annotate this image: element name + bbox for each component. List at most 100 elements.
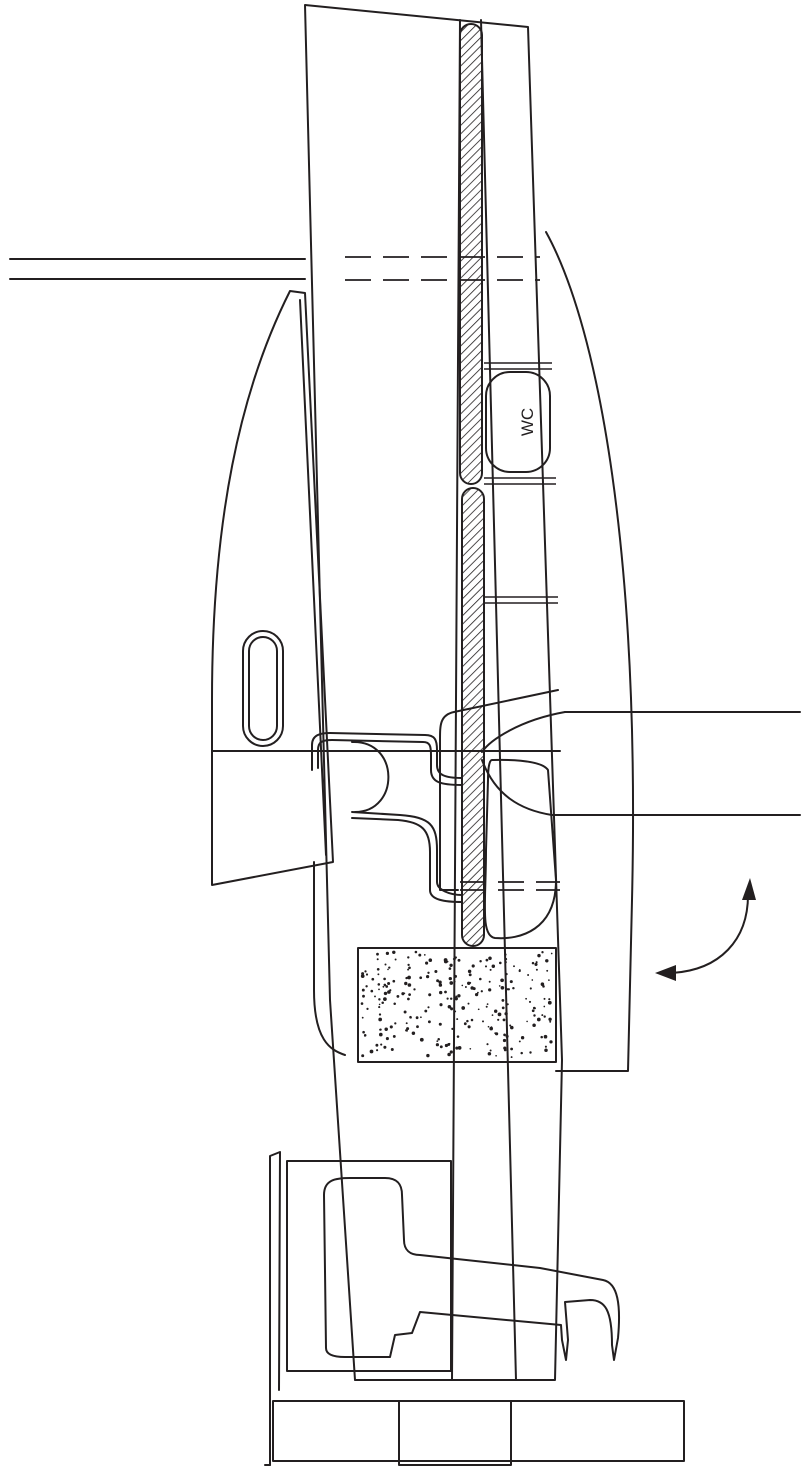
stipple-dot — [364, 1035, 366, 1037]
stipple-dot — [506, 1003, 509, 1006]
stipple-dot — [389, 989, 392, 992]
stipple-dot — [427, 1020, 431, 1024]
stipple-dot — [491, 964, 496, 968]
stipple-dot — [387, 981, 391, 986]
stipple-dot — [389, 1025, 393, 1029]
stipple-dot — [360, 1002, 364, 1005]
main-hull-outline — [304, 4, 563, 1381]
stipple-dot — [500, 978, 504, 983]
stipple-dot — [480, 990, 483, 993]
stipple-dot — [535, 968, 538, 971]
stipple-dot — [444, 1043, 448, 1048]
stipple-dot — [378, 1013, 382, 1016]
stipple-dot — [469, 1047, 472, 1050]
stipple-dot — [548, 979, 550, 981]
stipple-dot — [485, 958, 489, 962]
stipple-dot — [488, 980, 491, 983]
stipple-dot — [491, 1014, 494, 1016]
stipple-dot — [439, 1045, 443, 1049]
stipple-dot — [376, 1049, 379, 1052]
stipple-dot — [501, 1006, 505, 1010]
stipple-dot — [379, 1028, 382, 1031]
stipple-dot — [550, 952, 553, 955]
stipple-dot — [380, 1043, 383, 1046]
stipple-dot — [545, 959, 549, 963]
stipple-dot — [408, 993, 411, 996]
stipple-dot — [537, 953, 541, 958]
stipple-dot — [414, 950, 418, 954]
stipple-dot — [450, 1007, 454, 1011]
stipple-dot — [437, 1038, 440, 1041]
stipple-dot — [513, 965, 515, 968]
stipple-dot — [489, 968, 492, 971]
stipple-dot — [428, 993, 432, 997]
stipple-dot — [466, 1019, 469, 1023]
stipple-dot — [486, 1003, 489, 1005]
stipple-dot — [420, 1016, 422, 1019]
stipple-dot — [548, 1017, 552, 1022]
stipple-dot — [543, 1034, 548, 1039]
stipple-dot — [503, 1046, 507, 1050]
stipple-dot — [392, 950, 396, 955]
stipple-dot — [507, 988, 510, 991]
stipple-dot — [494, 1032, 499, 1036]
stipple-dot — [381, 1001, 384, 1004]
stipple-dot — [427, 971, 430, 974]
stipple-dot — [403, 992, 406, 995]
stipple-dot — [479, 959, 482, 963]
stipple-dot — [396, 994, 400, 998]
stipple-dot — [435, 1043, 439, 1047]
stipple-dot — [467, 1025, 471, 1029]
stipple-dot — [362, 994, 365, 998]
stipple-dot — [485, 1005, 488, 1008]
stipple-dot — [436, 979, 440, 983]
stipple-dot — [370, 989, 374, 993]
stipple-dot — [366, 1007, 369, 1011]
stipple-dot — [543, 1015, 546, 1018]
stipple-dot — [505, 972, 508, 976]
stipple-dot — [505, 1034, 509, 1038]
stipple-dot — [444, 990, 447, 994]
stipple-dot — [361, 988, 365, 992]
stipple-dot — [415, 1016, 419, 1020]
stipple-dot — [548, 998, 551, 1001]
stipple-dot — [407, 975, 411, 980]
stipple-dot — [504, 957, 508, 961]
stipple-dot — [543, 1005, 546, 1008]
stipple-dot — [378, 1003, 381, 1006]
stipple-dot — [392, 979, 396, 983]
stipple-dot — [382, 985, 385, 988]
stipple-dot — [425, 961, 429, 965]
stipple-dot — [497, 1012, 502, 1017]
stipple-dot — [470, 1018, 474, 1022]
stipple-dot — [385, 985, 389, 988]
stipple-dot — [424, 1009, 428, 1013]
stipple-dot — [385, 1037, 389, 1041]
stipple-dot — [454, 974, 457, 978]
stipple-dot — [426, 1053, 430, 1058]
stipple-dot — [544, 1048, 548, 1052]
stipple-dot — [527, 974, 530, 976]
stipple-dot — [377, 983, 381, 986]
stipple-dot — [419, 976, 423, 980]
stipple-dot — [384, 1027, 388, 1031]
stipple-dot — [428, 958, 433, 962]
stipple-dot — [540, 1035, 543, 1039]
transom-post — [264, 1151, 281, 1466]
stipple-dot — [407, 997, 410, 1001]
stipple-dot — [502, 1038, 507, 1043]
stipple-dot — [419, 1037, 424, 1042]
stipple-dot — [438, 1022, 442, 1026]
stipple-dot — [531, 961, 535, 965]
stipple-dot — [408, 966, 411, 970]
stipple-dot — [520, 1051, 523, 1055]
stipple-dot — [477, 1008, 480, 1011]
stipple-dot — [449, 997, 453, 1000]
stipple-dot — [509, 980, 513, 984]
bottom-platform — [272, 1400, 685, 1466]
stipple-dot — [457, 958, 461, 962]
stipple-dot — [376, 958, 379, 961]
stipple-dot — [375, 1043, 379, 1047]
stipple-dot — [407, 956, 410, 959]
